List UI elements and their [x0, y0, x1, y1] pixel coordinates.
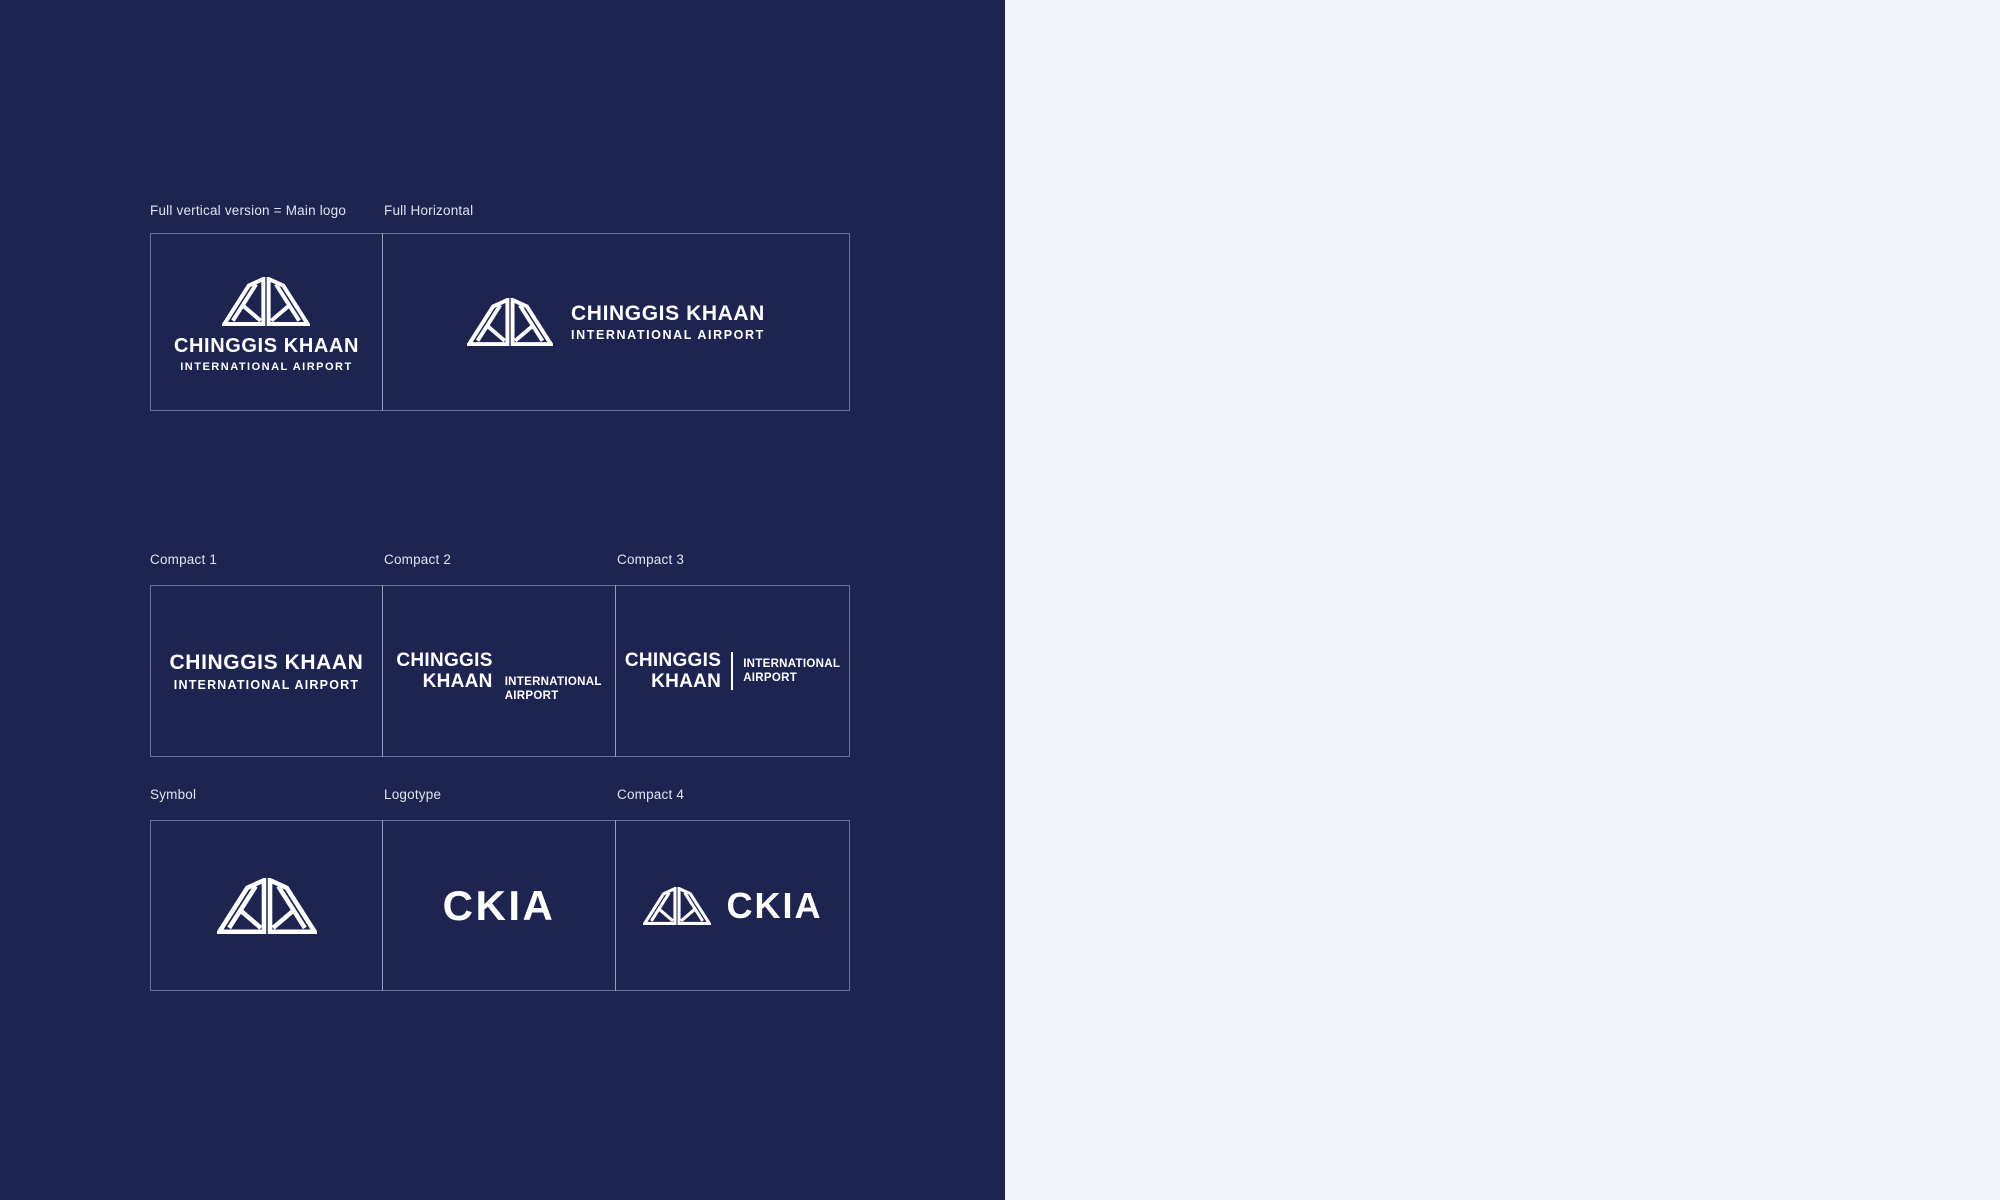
ckia-logotype: CKIA: [726, 884, 823, 926]
divider-line: [731, 652, 734, 690]
box-symbol: [150, 820, 383, 991]
label-compact4: Compact 4: [617, 787, 685, 802]
logo-subtitle: INTERNATIONAL AIRPORT: [173, 677, 360, 692]
logo-wordmark: CHINGGIS KHAAN: [173, 335, 360, 357]
box-horizontal-logo: CHINGGIS KHAAN INTERNATIONAL AIRPORT: [382, 233, 850, 411]
box-logotype: CKIA: [382, 820, 616, 991]
logo-subtitle: INTERNATIONAL AIRPORT: [180, 361, 353, 373]
logo-subtitle: INTERNATIONAL AIRPORT: [571, 328, 765, 342]
horizontal-logo: CHINGGIS KHAAN INTERNATIONAL AIRPORT: [467, 298, 765, 346]
ckia-logotype: CKIA: [442, 881, 556, 929]
box-compact1: CHINGGIS KHAAN INTERNATIONAL AIRPORT: [150, 585, 383, 757]
airport-symbol-icon: [217, 878, 317, 934]
compact1-logo: CHINGGIS KHAAN INTERNATIONAL AIRPORT: [170, 651, 364, 692]
compact4-logo: CKIA: [643, 885, 823, 927]
label-symbol: Symbol: [150, 787, 197, 802]
airport-symbol-icon: [222, 277, 310, 326]
label-compact2: Compact 2: [384, 552, 452, 567]
box-main-logo: CHINGGIS KHAAN INTERNATIONAL AIRPORT: [150, 233, 383, 411]
label-logotype: Logotype: [384, 787, 442, 802]
label-full-vertical: Full vertical version = Main logo: [150, 203, 347, 218]
label-compact3: Compact 3: [617, 552, 685, 567]
airport-symbol-icon: [467, 298, 553, 346]
main-vertical-logo: CHINGGIS KHAAN INTERNATIONAL AIRPORT: [174, 277, 359, 373]
logo-versions-panel: Full vertical version = Main logo Full H…: [0, 0, 1005, 1200]
airport-symbol-icon: [643, 887, 711, 925]
label-full-horizontal: Full Horizontal: [384, 203, 474, 218]
label-compact1: Compact 1: [150, 552, 218, 567]
box-compact4: CKIA: [615, 820, 850, 991]
logo-wordmark: CHINGGIS KHAAN: [169, 650, 364, 674]
logo-wordmark: CHINGGIS KHAAN: [571, 302, 765, 325]
